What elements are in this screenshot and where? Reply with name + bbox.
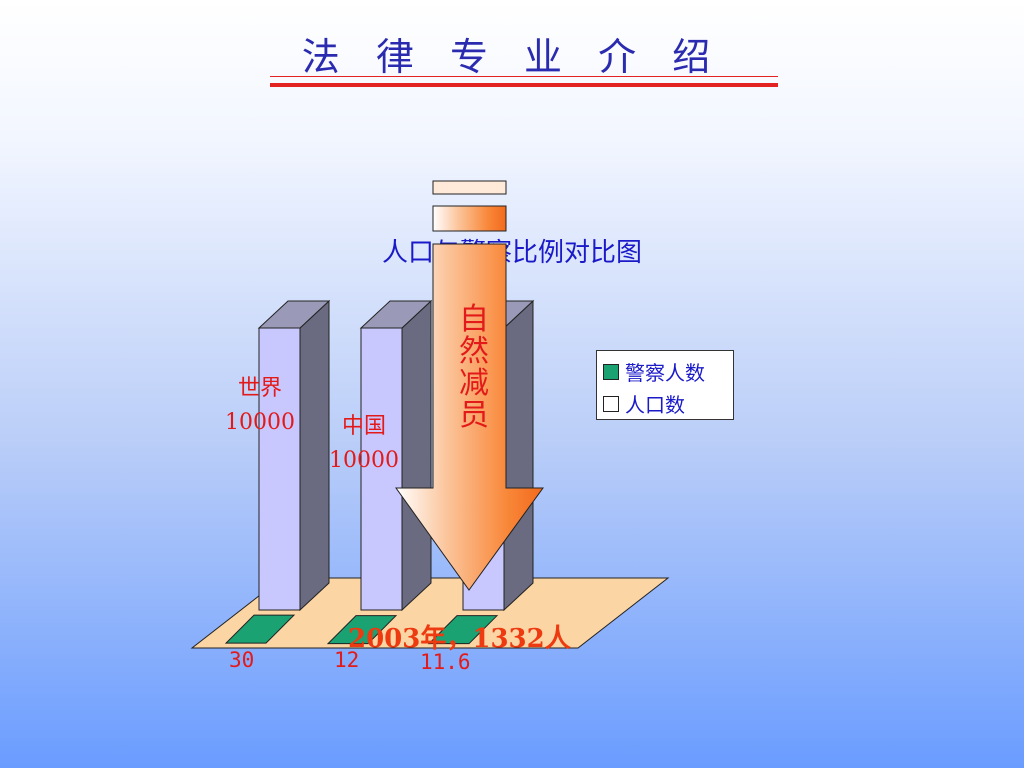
- legend-swatch-population: [603, 395, 619, 412]
- population-bar-2: [360, 327, 403, 611]
- legend-label-police: 警察人数: [625, 361, 705, 385]
- arrow-stripe-2: [432, 205, 507, 232]
- arrow-char-4: 员: [459, 398, 489, 433]
- title-rule-thick: [270, 83, 778, 87]
- police-bar-1: [224, 614, 296, 644]
- page-title: 法 律 专 业 介 绍: [301, 35, 723, 79]
- police-bar-2: [326, 615, 398, 645]
- category-label-china: 中国 10000: [322, 410, 406, 478]
- title-rule-thin: [270, 76, 778, 77]
- police-value-label-2: 12: [334, 648, 360, 672]
- population-bar-side-3: [503, 299, 534, 612]
- down-arrow: [395, 243, 544, 591]
- category-value-china: 10000: [329, 448, 399, 473]
- chart-title: 人口与警察比例对比图: [381, 238, 642, 268]
- category-value-world: 10000: [225, 410, 295, 435]
- arrow-char-2: 然: [459, 334, 489, 369]
- police-bar-3: [427, 615, 499, 645]
- legend-item-police: 警察人数: [603, 357, 705, 386]
- arrow-char-1: 自: [459, 302, 489, 337]
- category-label-world: 世界 10000: [218, 372, 302, 440]
- legend-item-population: 人口数: [603, 389, 685, 418]
- category-name-china: 中国: [341, 414, 386, 439]
- legend-label-population: 人口数: [625, 393, 685, 417]
- category-name-world: 世界: [237, 376, 282, 401]
- chart-legend: 警察人数 人口数: [596, 350, 734, 420]
- arrow-char-3: 减: [459, 366, 489, 401]
- police-value-label-3: 11.6: [420, 650, 471, 674]
- arrow-stripe-1: [432, 180, 507, 195]
- police-value-label-1: 30: [229, 648, 255, 672]
- police-bar-group: [224, 614, 499, 645]
- population-bar-1: [258, 327, 301, 611]
- arrow-label: 自 然 减 员: [456, 304, 492, 432]
- chart-annotation: 2003年，1332人: [348, 624, 571, 654]
- population-bar-side-2: [401, 299, 432, 612]
- legend-swatch-police: [603, 363, 619, 380]
